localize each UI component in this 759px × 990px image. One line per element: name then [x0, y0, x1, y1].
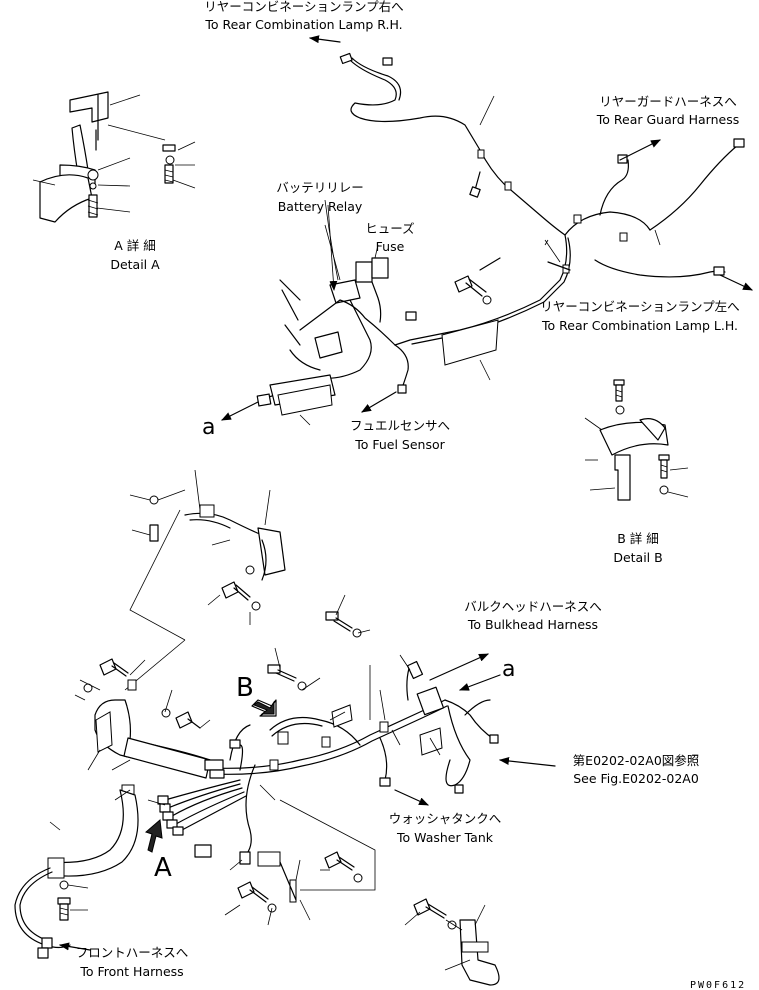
see-fig-en: See Fig.E0202-02A0 — [573, 771, 699, 786]
battery-relay-jp: バッテリリレー — [276, 180, 364, 195]
fuel-sensor-en: To Fuel Sensor — [354, 437, 445, 452]
detail-b-drawing — [584, 379, 689, 501]
fuse-en: Fuse — [376, 239, 405, 254]
bulkhead-en: To Bulkhead Harness — [467, 617, 598, 632]
drawing-code: PW0F612 — [690, 980, 746, 990]
bulkhead-jp: バルクヘッドハーネスへ — [464, 599, 602, 614]
fuse-jp: ヒューズ — [365, 221, 414, 236]
rear-combo-lh-jp: リヤーコンビネーションランプ左へ — [540, 299, 739, 314]
rear-combo-rh-jp: リヤーコンビネーションランプ右へ — [204, 0, 403, 14]
detail-b-jp: B 詳 細 — [617, 531, 659, 546]
battery-relay-en: Battery Relay — [278, 199, 363, 214]
detail-a-en: Detail A — [110, 257, 160, 272]
upper-arrows — [221, 35, 753, 421]
marker-b-view: B — [236, 673, 254, 703]
rear-guard-jp: リヤーガードハーネスへ — [599, 94, 737, 109]
front-harness-en: To Front Harness — [79, 964, 183, 979]
detail-a-jp: A 詳 細 — [114, 238, 156, 253]
rear-combo-lh-en: To Rear Combination Lamp L.H. — [541, 318, 738, 333]
rear-combo-rh-en: To Rear Combination Lamp R.H. — [204, 17, 402, 32]
battery-relay-cluster — [256, 257, 499, 416]
text-labels: リヤーコンビネーションランプ右へ To Rear Combination Lam… — [76, 0, 746, 990]
bolt-upper — [454, 257, 501, 305]
front-harness-jp: フロントハーネスへ — [76, 945, 189, 960]
rear-guard-en: To Rear Guard Harness — [596, 112, 739, 127]
lower-arrows — [59, 653, 556, 951]
marker-a-view: A — [154, 853, 172, 883]
detail-b-en: Detail B — [613, 550, 662, 565]
washer-tank-en: To Washer Tank — [396, 830, 494, 845]
see-fig-jp: 第E0202-02A0図参照 — [573, 753, 700, 768]
upper-leaders — [299, 95, 661, 426]
detail-a-drawing — [32, 91, 196, 223]
fuel-sensor-jp: フュエルセンサへ — [350, 418, 450, 433]
marker-a-right: a — [502, 657, 515, 682]
washer-tank-jp: ウォッシャタンクへ — [389, 811, 502, 826]
lower-main-harness — [14, 469, 500, 986]
marker-a-upper: a — [202, 415, 215, 440]
